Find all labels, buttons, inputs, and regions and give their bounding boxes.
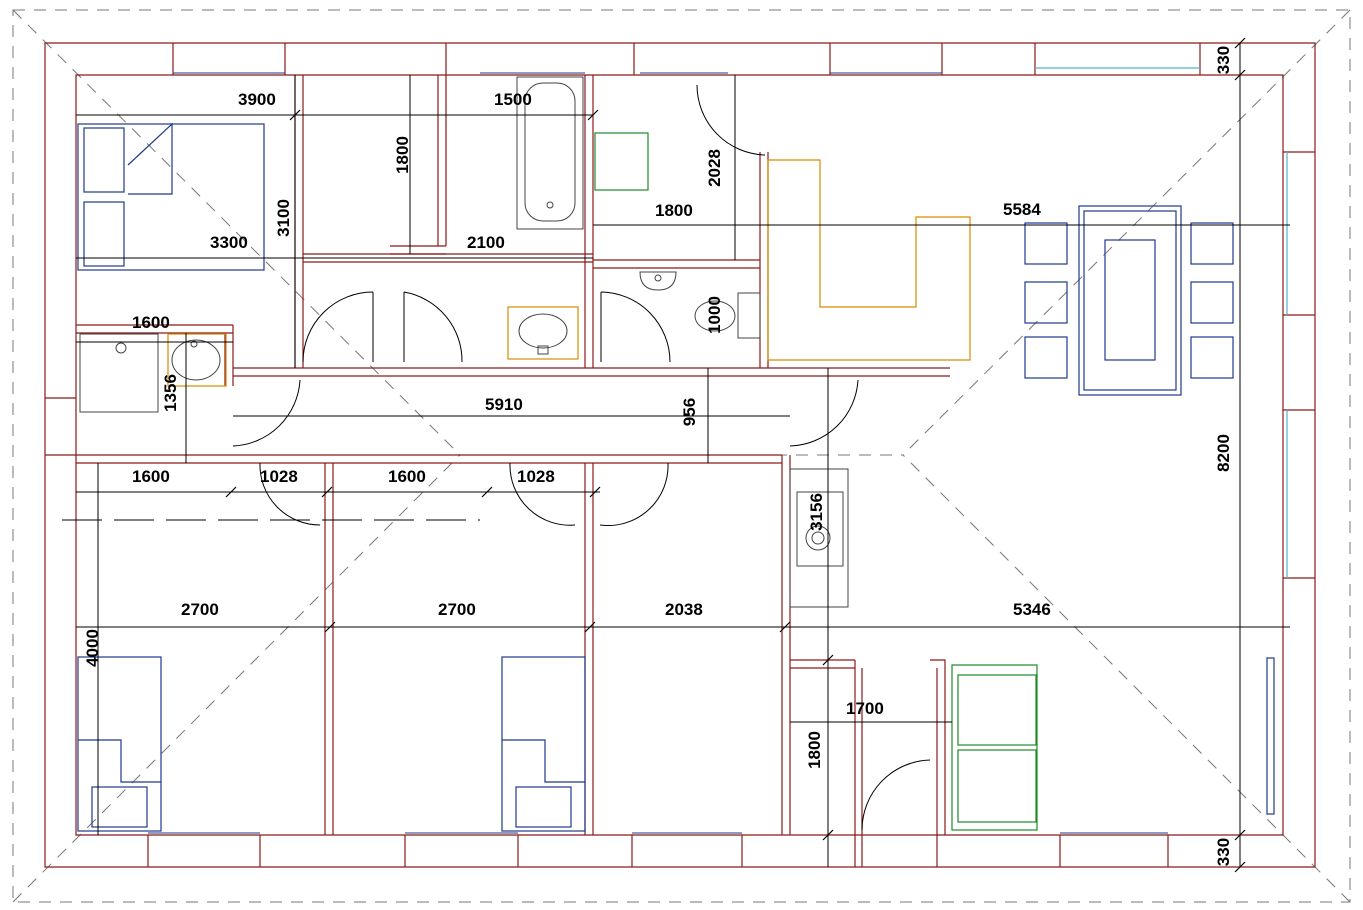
dim-956: 956 [680,398,699,426]
dim-2700-bed1: 2700 [181,600,219,619]
dim-2038: 2038 [665,600,703,619]
dim-8200: 8200 [1214,434,1233,472]
windows [148,67,1288,834]
dim-1000: 1000 [705,296,724,334]
dim-1500: 1500 [494,90,532,109]
dim-3100: 3100 [274,199,293,237]
dining-table [1024,205,1234,396]
dim-1028-b: 1028 [517,467,555,486]
wc-sink [639,271,677,291]
kitchen-counter [767,159,971,361]
dim-3300: 3300 [210,233,248,252]
single-bed-left [77,656,162,832]
dim-330-top: 330 [1214,46,1233,74]
dim-1800-kitchen: 1800 [655,201,693,220]
dim-2028: 2028 [705,149,724,187]
walls [44,42,1316,868]
dim-5584: 5584 [1003,200,1041,219]
fireplace [789,468,849,608]
furniture [77,76,1275,832]
bathtub [516,76,584,230]
dim-1800-bath: 1800 [393,136,412,174]
dim-1356: 1356 [161,374,180,412]
dim-330-bottom: 330 [1214,838,1233,866]
double-bed [77,122,265,271]
sofa [951,664,1038,831]
dim-2700-bed2: 2700 [438,600,476,619]
dimension-lines [62,37,1290,873]
dim-1700: 1700 [846,699,884,718]
toilet [694,292,761,339]
dim-3900: 3900 [238,90,276,109]
single-bed-middle [501,656,586,832]
shower-tray [79,333,159,413]
doors [232,84,931,831]
dim-1600-bed1: 1600 [132,467,170,486]
tv-unit [1266,657,1275,815]
dim-1028-a: 1028 [260,467,298,486]
dim-5910: 5910 [485,395,523,414]
dim-1600-ensuite: 1600 [132,313,170,332]
dim-5346: 5346 [1013,600,1051,619]
dim-1600-bed2: 1600 [388,467,426,486]
dim-2100: 2100 [467,233,505,252]
dim-3156: 3156 [807,493,826,531]
ensuite-sink [167,333,227,387]
dimension-labels: 3900 1500 1800 2028 3100 1800 5584 3300 … [83,46,1233,866]
dim-4000: 4000 [83,629,102,667]
dim-1800-hall: 1800 [805,731,824,769]
roof-outline [12,9,1351,903]
vanity-sink [507,306,579,360]
chair-green [594,132,649,191]
